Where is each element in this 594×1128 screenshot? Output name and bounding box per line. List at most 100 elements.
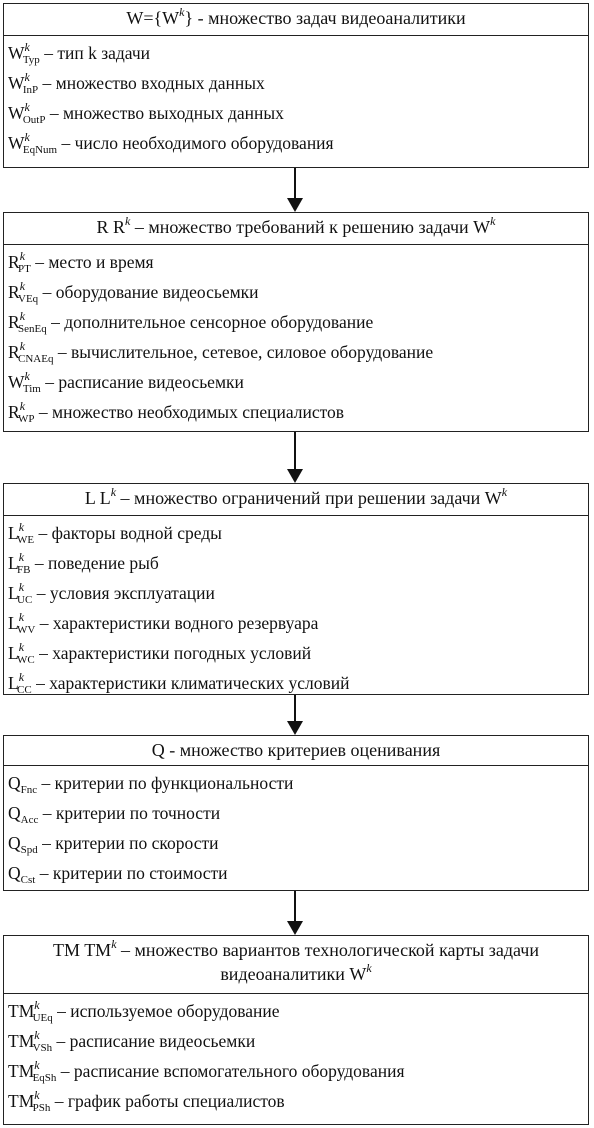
arrow-shaft [294, 891, 296, 923]
item-subscript: Acc [20, 814, 39, 826]
item-description: – критерии по скорости [37, 833, 219, 853]
item-superscript: k [24, 40, 30, 54]
item-description: – дополнительное сенсорное оборудование [46, 312, 374, 332]
item-superscript: k [18, 640, 25, 654]
item-subscript: OutP [22, 114, 46, 126]
header-text: Q - множество критериев оценивания [151, 740, 441, 760]
item-description: – характеристики водного резервуара [35, 613, 319, 633]
arrow-head [287, 469, 303, 483]
item-superscript: k [18, 520, 25, 534]
list-item: LkFB – поведение рыб [8, 550, 588, 580]
list-item: TMkVSh – расписание видеосьемки [8, 1028, 588, 1058]
list-item: WkEqNum – число необходимого оборудовани… [8, 130, 588, 160]
item-description: – критерии по стоимости [35, 863, 228, 883]
list-item: WkInP – множество входных данных [8, 70, 588, 100]
item-subscript: PT [18, 263, 31, 275]
list-item: QCst – критерии по стоимости [8, 860, 588, 890]
list-item: TMkUEq – используемое оборудование [8, 998, 588, 1028]
item-description: – тип k задачи [39, 43, 151, 63]
item-description: – расписание видеосьемки [52, 1031, 256, 1051]
item-superscript: k [34, 1088, 40, 1102]
header-text: – множество требований к решению задачи … [130, 217, 491, 237]
item-superscript: k [34, 998, 40, 1012]
item-symbol: Q [8, 773, 21, 793]
item-subscript: WV [17, 624, 36, 636]
list-item: RkSenEq – дополнительное сенсорное обору… [8, 309, 588, 339]
item-symbol: L [8, 583, 19, 603]
list-item: TMkEqSh – расписание вспомогательного об… [8, 1058, 588, 1088]
item-subscript: EqSh [32, 1072, 57, 1084]
item-superscript: k [19, 249, 26, 263]
item-symbol: R [8, 402, 20, 422]
header-text: W={W [126, 8, 180, 28]
list-item: RkVEq – оборудование видеосьемки [8, 279, 588, 309]
item-subscript: PSh [32, 1102, 51, 1114]
arrow-down-icon [285, 891, 305, 935]
header-text: TM TM [53, 940, 112, 960]
item-subscript: UC [17, 594, 33, 606]
item-symbol: TM [8, 1001, 35, 1021]
item-superscript: k [24, 70, 30, 84]
header-superscript: k [366, 961, 372, 975]
item-symbol: Q [8, 803, 21, 823]
arrow-down-icon [285, 432, 305, 483]
item-symbol: W [8, 103, 25, 123]
item-subscript: Typ [22, 54, 40, 66]
item-superscript: k [18, 670, 25, 684]
item-subscript: Spd [20, 844, 38, 856]
list-item: QSpd – критерии по скорости [8, 830, 588, 860]
item-subscript: FB [17, 564, 31, 576]
list-item: TMkPSh – график работы специалистов [8, 1088, 588, 1118]
block-2: R Rk – множество требований к решению за… [3, 212, 589, 432]
block-header: W={Wk} - множество задач видеоаналитики [4, 4, 588, 36]
item-description: – критерии по функциональности [37, 773, 294, 793]
header-superscript: k [490, 214, 496, 228]
item-description: – место и время [30, 252, 154, 272]
item-subscript: InP [22, 84, 39, 96]
header-superscript: k [111, 937, 117, 951]
block-header: Q - множество критериев оценивания [4, 736, 588, 766]
item-superscript: k [18, 580, 25, 594]
list-item: WkOutP – множество выходных данных [8, 100, 588, 130]
block-3: L Lk – множество ограничений при решении… [3, 483, 589, 696]
item-superscript: k [18, 550, 25, 564]
item-description: – расписание вспомогательного оборудован… [56, 1061, 405, 1081]
item-description: – множество необходимых специалистов [34, 402, 345, 422]
item-superscript: k [24, 130, 30, 144]
list-item: LkWV – характеристики водного резервуара [8, 610, 588, 640]
item-superscript: k [19, 399, 26, 413]
item-symbol: R [8, 312, 20, 332]
item-superscript: k [24, 369, 30, 383]
arrow-shaft [294, 168, 296, 200]
arrow-head [287, 721, 303, 735]
item-description: – характеристики погодных условий [34, 643, 312, 663]
arrow-shaft [294, 432, 296, 471]
arrow-down-icon [285, 168, 305, 212]
item-description: – вычислительное, сетевое, силовое обору… [53, 342, 434, 362]
item-description: – график работы специалистов [50, 1091, 285, 1111]
item-description: – критерии по точности [38, 803, 221, 823]
item-symbol: L [8, 523, 19, 543]
item-subscript: WC [17, 654, 35, 666]
header-text: } - множество задач видеоаналитики [184, 8, 466, 28]
item-symbol: Q [8, 863, 21, 883]
item-description: – множество входных данных [38, 73, 265, 93]
item-symbol: Q [8, 833, 21, 853]
list-item: LkUC – условия эксплуатации [8, 580, 588, 610]
item-symbol: TM [8, 1091, 35, 1111]
item-description: – характеристики климатических условий [31, 673, 350, 693]
header-text: – множество вариантов технологической ка… [116, 940, 539, 984]
block-5: TM TMk – множество вариантов технологиче… [3, 935, 589, 1125]
item-subscript: SenEq [18, 323, 47, 335]
header-text: R R [96, 217, 126, 237]
item-superscript: k [19, 339, 26, 353]
item-subscript: CNAEq [18, 353, 54, 365]
item-superscript: k [34, 1028, 40, 1042]
list-item: LkCC – характеристики климатических усло… [8, 670, 588, 700]
